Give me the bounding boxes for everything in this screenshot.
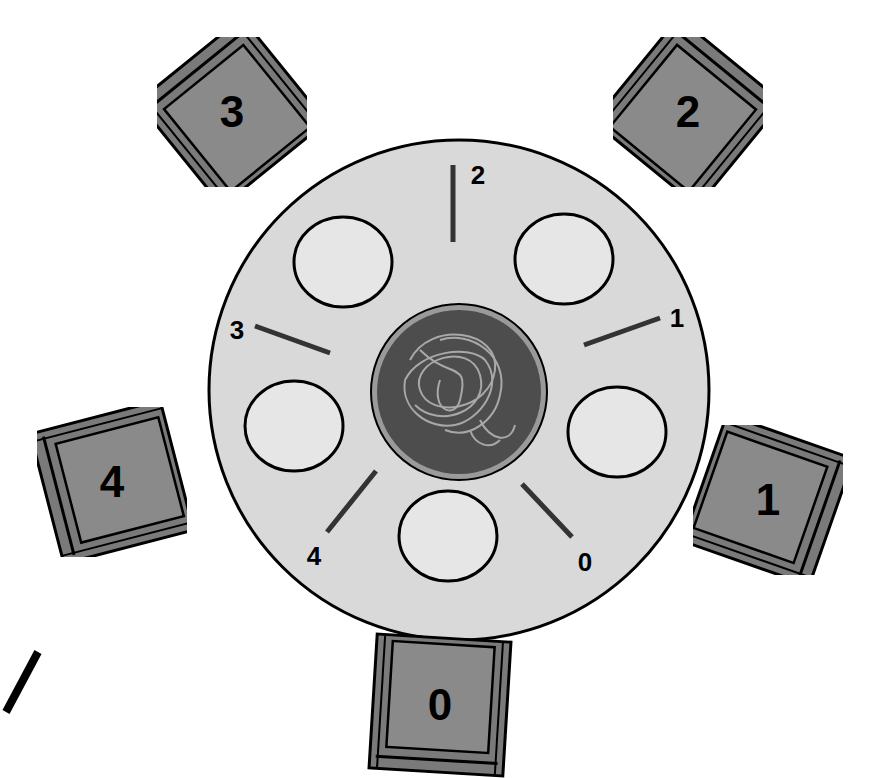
chair: 0 <box>365 630 515 778</box>
chair: 4 <box>37 407 187 557</box>
chair-number: 0 <box>365 630 515 778</box>
chopstick-number: 1 <box>670 305 684 331</box>
chair-number: 1 <box>693 425 843 575</box>
chopstick-number: 4 <box>307 543 321 569</box>
chopstick-number: 3 <box>230 317 244 343</box>
chair: 1 <box>693 425 843 575</box>
chair-number: 2 <box>613 37 763 187</box>
chair: 3 <box>157 37 307 187</box>
chair-number: 4 <box>37 407 187 557</box>
chair-number: 3 <box>157 37 307 187</box>
chopstick-number: 0 <box>578 549 592 575</box>
chair: 2 <box>613 37 763 187</box>
chopstick-number: 2 <box>471 162 485 188</box>
